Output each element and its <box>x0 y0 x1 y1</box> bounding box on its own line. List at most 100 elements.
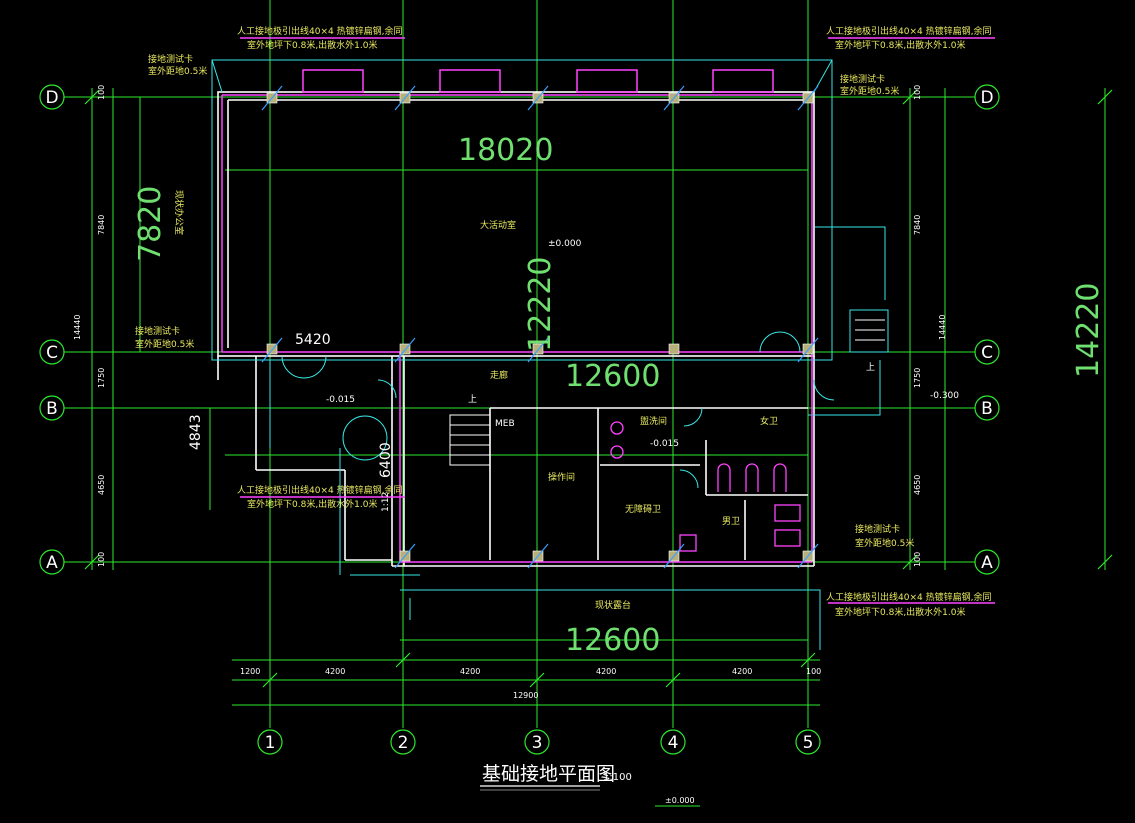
notes: 人工接地极引出线40×4 热镀锌扁钢,余同 室外地坪下0.8米,出散水外1.0米… <box>135 25 991 618</box>
svg-text:1: 1 <box>265 733 276 753</box>
axis-bubble-3: 3 <box>524 729 550 755</box>
office-label: 现状办公室 <box>173 190 185 235</box>
axis-bubble-a-left: A <box>39 549 65 575</box>
right-total: 14440 <box>938 315 947 340</box>
axis-bubble-d-right: D <box>974 84 1000 110</box>
axis-bubble-2: 2 <box>390 729 416 755</box>
left-span-3: 1750 <box>97 368 106 388</box>
test-card-c-left: 接地测试卡 <box>135 325 180 337</box>
note-bottom-right-2: 室外地坪下0.8米,出散水外1.0米 <box>835 606 966 618</box>
left-span-5: 100 <box>97 552 106 567</box>
bottom-span-3: 4200 <box>460 667 480 676</box>
up-label-left: 上 <box>468 394 477 405</box>
axis-bubble-b-right: B <box>974 395 1000 421</box>
operation-label: 操作间 <box>548 471 575 483</box>
doors <box>281 331 835 489</box>
bottom-total: 12900 <box>513 691 538 700</box>
axis-grid <box>64 0 1106 728</box>
svg-text:4: 4 <box>668 733 679 753</box>
svg-text:3: 3 <box>532 733 543 753</box>
men-label: 男卫 <box>722 516 740 527</box>
right-level: -0.300 <box>930 391 959 401</box>
note-mid-left-1: 人工接地极引出线40×4 热镀锌扁钢,余同 <box>237 484 402 496</box>
stairs <box>449 319 885 466</box>
terrace-label: 现状露台 <box>595 599 631 611</box>
axis-bubble-b-left: B <box>39 395 65 421</box>
storage-label: 盥洗间 <box>640 415 667 427</box>
big-mid-vertical-dim: 12220 <box>523 257 558 352</box>
svg-text:C: C <box>981 343 993 363</box>
left-total: 14440 <box>73 315 82 340</box>
bottom-level-mark: ±0.000 <box>665 796 695 805</box>
svg-text:D: D <box>45 88 58 108</box>
room-labels: 大活动室 ±0.000 走廊 操作间 盥洗间 -0.015 女卫 男卫 无障碍卫… <box>173 190 959 611</box>
stair-dim: 6400 <box>378 442 394 478</box>
right-span-2: 7840 <box>913 215 922 235</box>
right-span-4: 4650 <box>913 475 922 495</box>
big-top-dim: 18020 <box>458 133 553 168</box>
note-top-left-1: 人工接地极引出线40×4 热镀锌扁钢,余同 <box>237 25 402 37</box>
big-bottom-dim: 12600 <box>565 623 660 658</box>
note-top-left-2: 室外地坪下0.8米,出散水外1.0米 <box>247 39 378 51</box>
storage-level: -0.015 <box>650 439 679 449</box>
svg-text:C: C <box>46 343 58 363</box>
note-top-right-2: 室外地坪下0.8米,出散水外1.0米 <box>835 39 966 51</box>
svg-text:D: D <box>980 88 993 108</box>
test-card-d-right: 接地测试卡 <box>840 73 885 85</box>
left-dimensions: 100 7840 1750 4650 100 14440 <box>73 85 106 567</box>
svg-text:A: A <box>46 553 58 573</box>
bottom-span-6: 100 <box>806 667 821 676</box>
ramp-slope: 1:12 <box>381 492 391 512</box>
axis-bubble-1: 1 <box>257 729 283 755</box>
left-span-2: 7840 <box>97 215 106 235</box>
right-span-1: 100 <box>913 85 922 100</box>
big-left-dim: 7820 <box>133 186 168 262</box>
test-card-d-left: 接地测试卡 <box>148 53 193 65</box>
title-text: 基础接地平面图 <box>482 763 615 785</box>
svg-text:B: B <box>981 399 993 419</box>
toilet-fixtures <box>610 421 801 552</box>
corridor-label: 走廊 <box>490 369 508 381</box>
walls <box>217 91 815 567</box>
axis-bubble-5: 5 <box>795 729 821 755</box>
test-height-c-left: 室外距地0.5米 <box>135 338 194 350</box>
hall-level: ±0.000 <box>548 239 582 249</box>
axis-bubbles: 1 2 3 4 5 D C B <box>39 84 1000 755</box>
left-span-4: 4650 <box>97 475 106 495</box>
axis-bubble-c-right: C <box>974 339 1000 365</box>
up-label-right: 上 <box>866 362 875 373</box>
big-right-dim: 14220 <box>1071 283 1106 378</box>
corridor-dim: 5420 <box>295 332 331 348</box>
accessible-label: 无障碍卫 <box>625 503 661 515</box>
test-height-d-left: 室外距地0.5米 <box>148 65 207 77</box>
title-scale: 1:100 <box>603 772 632 783</box>
bottom-span-1: 1200 <box>240 667 260 676</box>
axis-bubble-d-left: D <box>39 84 65 110</box>
big-dimensions: 18020 7820 12220 12600 12600 14220 5420 … <box>133 133 1106 658</box>
drawing-title: 基础接地平面图 1:100 ±0.000 <box>480 763 700 807</box>
bottom-span-2: 4200 <box>325 667 345 676</box>
bottom-dimensions: 1200 4200 4200 4200 4200 100 12900 <box>240 667 821 700</box>
right-dimensions: 100 7840 1750 4650 100 14440 <box>913 85 947 567</box>
outer-lines <box>211 59 889 650</box>
ground-arrows <box>261 85 819 569</box>
left-lower-dim: 4843 <box>188 414 204 450</box>
axis-bubble-4: 4 <box>660 729 686 755</box>
left-level: -0.015 <box>326 395 355 405</box>
right-span-5: 100 <box>913 552 922 567</box>
big-mid-horizontal-dim: 12600 <box>565 359 660 394</box>
bottom-span-5: 4200 <box>732 667 752 676</box>
note-mid-left-2: 室外地坪下0.8米,出散水外1.0米 <box>247 498 378 510</box>
svg-text:5: 5 <box>803 733 814 753</box>
axis-bubble-a-right: A <box>974 549 1000 575</box>
test-card-a-right: 接地测试卡 <box>855 523 900 535</box>
note-bottom-right-1: 人工接地极引出线40×4 热镀锌扁钢,余同 <box>826 591 991 603</box>
grounding-bars <box>221 37 995 604</box>
test-height-d-right: 室外距地0.5米 <box>840 85 899 97</box>
right-span-3: 1750 <box>913 368 922 388</box>
dimension-ticks <box>84 89 1113 688</box>
axis-bubble-c-left: C <box>39 339 65 365</box>
test-height-a-right: 室外距地0.5米 <box>855 537 914 549</box>
svg-text:A: A <box>981 553 993 573</box>
